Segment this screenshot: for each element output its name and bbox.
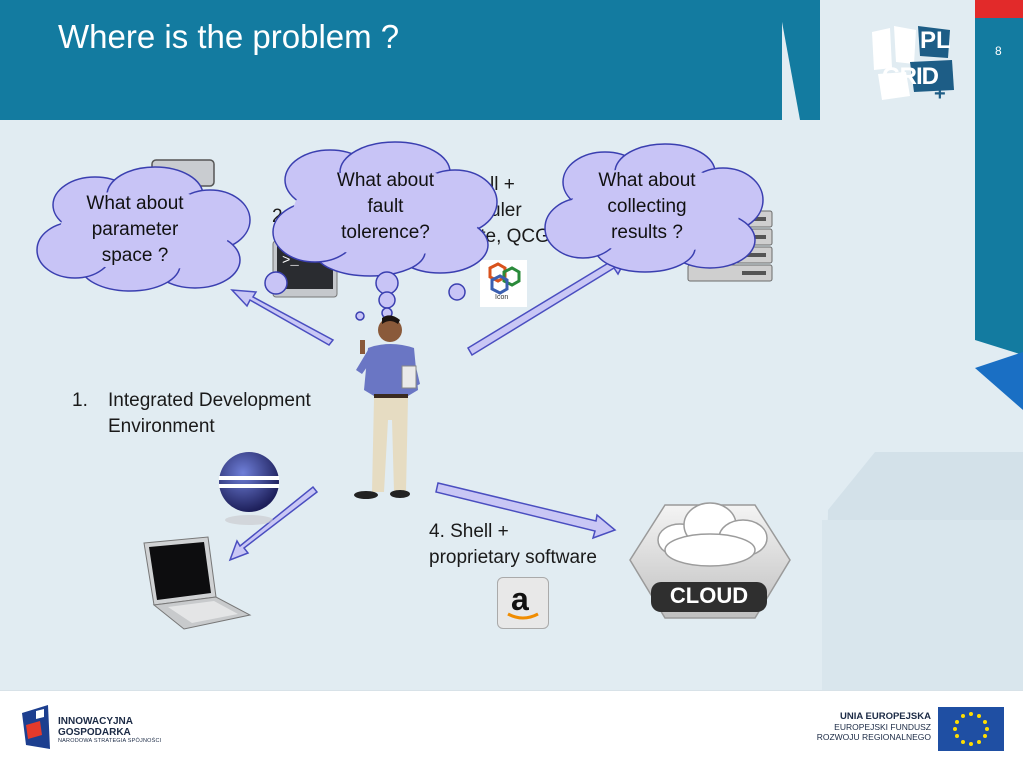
page-number: 8 [995,44,1002,58]
footer-right-line3: ROZWOJU REGIONALNEGO [816,732,931,742]
laptop-icon [143,536,252,630]
innowacyjna-logo-icon [22,705,52,751]
thought-fault-line3: tolerence? [341,222,430,243]
thought-cloud-fault-tolerence [264,141,498,321]
innowacyjna-gospodarka-text: INNOWACYJNA GOSPODARKA NARODOWA STRATEGI… [58,716,161,744]
person-figure [354,315,420,499]
eu-flag-icon [938,707,1004,751]
footer-right-line1: UNIA EUROPEJSKA [840,711,931,722]
thought-fault-tolerence-text: What about fault tolerence? [313,168,458,246]
amazon-icon: a [497,577,549,629]
cloud-badge-icon [629,502,791,619]
footer-left-line2: GOSPODARKA [58,727,131,738]
thought-collecting-line2: collecting [607,196,687,217]
hexagon-icon: Icon [480,260,527,307]
slide-title: Where is the problem ? [58,18,400,55]
plgrid-logo: PL GRID + [870,24,956,105]
thought-parameter-line1: What about [86,193,184,214]
thought-collecting-line1: What about [598,170,696,191]
item-1-number: 1. [72,390,88,411]
arrow-to-ide [230,289,335,346]
logo-grid: GRID [882,63,939,90]
ue-fund-text: UNIA EUROPEJSKA EUROPEJSKI FUNDUSZ ROZWO… [816,711,931,743]
footer-bar: INNOWACYJNA GOSPODARKA NARODOWA STRATEGI… [0,690,1023,768]
thought-parameter-line2: parameter [91,219,179,240]
logo-pl: PL [920,27,951,54]
arrows-layer [228,254,630,562]
thought-parameter-line3: space ? [101,245,169,266]
thought-cloud-parameter-space [36,166,251,292]
thought-fault-line1: What about [336,170,435,191]
arrow-to-cloud [435,482,617,540]
thought-collecting-line3: results ? [611,222,683,243]
thought-cloud-collecting-results [544,143,764,273]
footer-right-line2: EUROPEJSKI FUNDUSZ [834,722,931,732]
shell-text-line1: ll + [490,174,515,195]
footer-left-line3: NARODOWA STRATEGIA SPÓJNOŚCI [58,738,162,744]
arrow-to-laptop [228,485,319,562]
thought-fault-line2: fault [367,196,404,217]
logo-plus: + [934,83,946,105]
shell-text-line2: uler [490,200,522,221]
item-1-line2: Environment [108,416,215,437]
header-bar [0,0,782,120]
item-1-line1: Integrated Development [108,390,311,411]
hexagon-icon-label: Icon [495,294,509,301]
cloud-badge-label: CLOUD [669,583,749,608]
eclipse-icon [219,452,279,525]
decorative-side-shapes [778,0,1023,690]
slide: Where is the problem ? 8 PL GRID + >_ [0,0,1023,690]
shell-text-line3: ite, QCG [476,226,550,247]
thought-collecting-results-text: What about collecting results ? [572,168,722,246]
item-4-line1: 4. Shell + [429,521,509,542]
footer-left-line1: INNOWACYJNA [58,716,134,727]
item-4-line2: proprietary software [429,547,597,568]
thought-parameter-space-text: What about parameter space ? [60,191,210,269]
